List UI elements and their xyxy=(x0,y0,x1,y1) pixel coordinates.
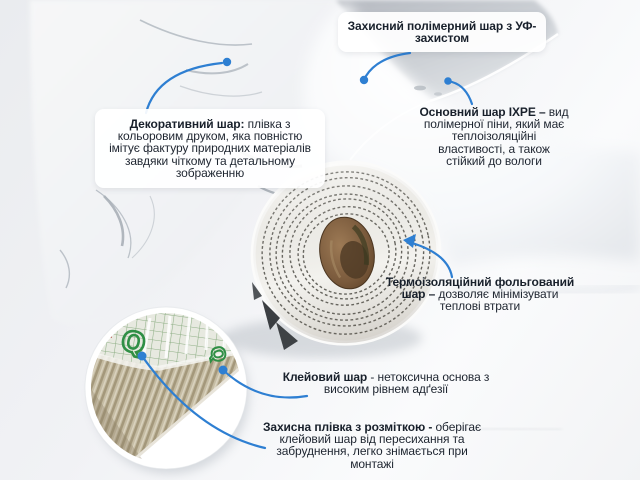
callout-dot-base xyxy=(444,77,452,85)
roll-core xyxy=(319,216,375,290)
roll-edge-dark-marks xyxy=(252,282,298,350)
magnifier-circle: Q Q xyxy=(84,306,249,474)
sheet-speck xyxy=(434,92,442,96)
leader-line-release xyxy=(140,354,267,450)
callout-release-bold: Захисна плівка з розміткою - xyxy=(262,420,433,434)
callout-release-film: Захисна плівка з розміткою - оберігає кл… xyxy=(262,421,482,470)
film-roll xyxy=(222,160,442,358)
leader-line-base xyxy=(450,80,474,106)
callout-decorative-rest: плівка з кольоровим друком, яка повністю… xyxy=(109,117,311,180)
callout-decorative-bold: Декоративний шар: xyxy=(129,117,245,131)
callout-adhesive-bold: Клейовий шар xyxy=(282,370,368,384)
callout-adhesive-rest: - нетоксична основа з високим рівнем адґ… xyxy=(323,370,490,397)
sheet-speck xyxy=(414,85,426,91)
callout-base-rest: вид полімерної піни, який має теплоізоля… xyxy=(423,105,569,168)
sheet-fold-edge-lower xyxy=(349,100,431,161)
callout-release-rest: оберігає клейовий шар від пересихання та… xyxy=(276,420,482,471)
callout-thermal-bold: Термоізоляційний фольгований шар – xyxy=(385,275,575,302)
callout-connectors xyxy=(137,51,474,450)
callout-adhesive-layer: Клейовий шар - нетоксична основа з висок… xyxy=(277,371,495,395)
leader-line-adhesive xyxy=(221,368,309,399)
sheet-contact-shadow xyxy=(451,283,640,296)
sheet-edge-shadow xyxy=(455,426,563,432)
callout-base-bold: Основний шар IXPE – xyxy=(419,105,546,119)
callout-dot-decorative xyxy=(222,57,232,67)
callout-base-layer: Основний шар IXPE – вид полімерної піни,… xyxy=(419,106,569,167)
sheet-underside xyxy=(303,2,640,266)
callout-thermal-rest: дозволяє мінімізувати теплові втрати xyxy=(438,287,559,314)
arrowhead-thermal xyxy=(403,234,416,248)
leader-line-protective xyxy=(364,51,412,78)
callout-dot-protective xyxy=(359,75,369,85)
magnifier-ring xyxy=(85,307,247,469)
callout-decorative-layer: Декоративний шар: плівка з кольоровим др… xyxy=(95,109,325,189)
callout-thermal-layer: Термоізоляційний фольгований шар – дозво… xyxy=(384,276,576,313)
leader-line-decorative xyxy=(144,61,224,115)
sample-cut-edge xyxy=(121,354,244,466)
callout-protective-layer: Захисний полімерний шар з УФ-захистом xyxy=(338,12,546,53)
liner-logo-mark: Q xyxy=(206,345,230,364)
callout-protective-bold: Захисний полімерний шар з УФ-захистом xyxy=(347,19,537,46)
leader-line-thermal xyxy=(410,241,454,279)
